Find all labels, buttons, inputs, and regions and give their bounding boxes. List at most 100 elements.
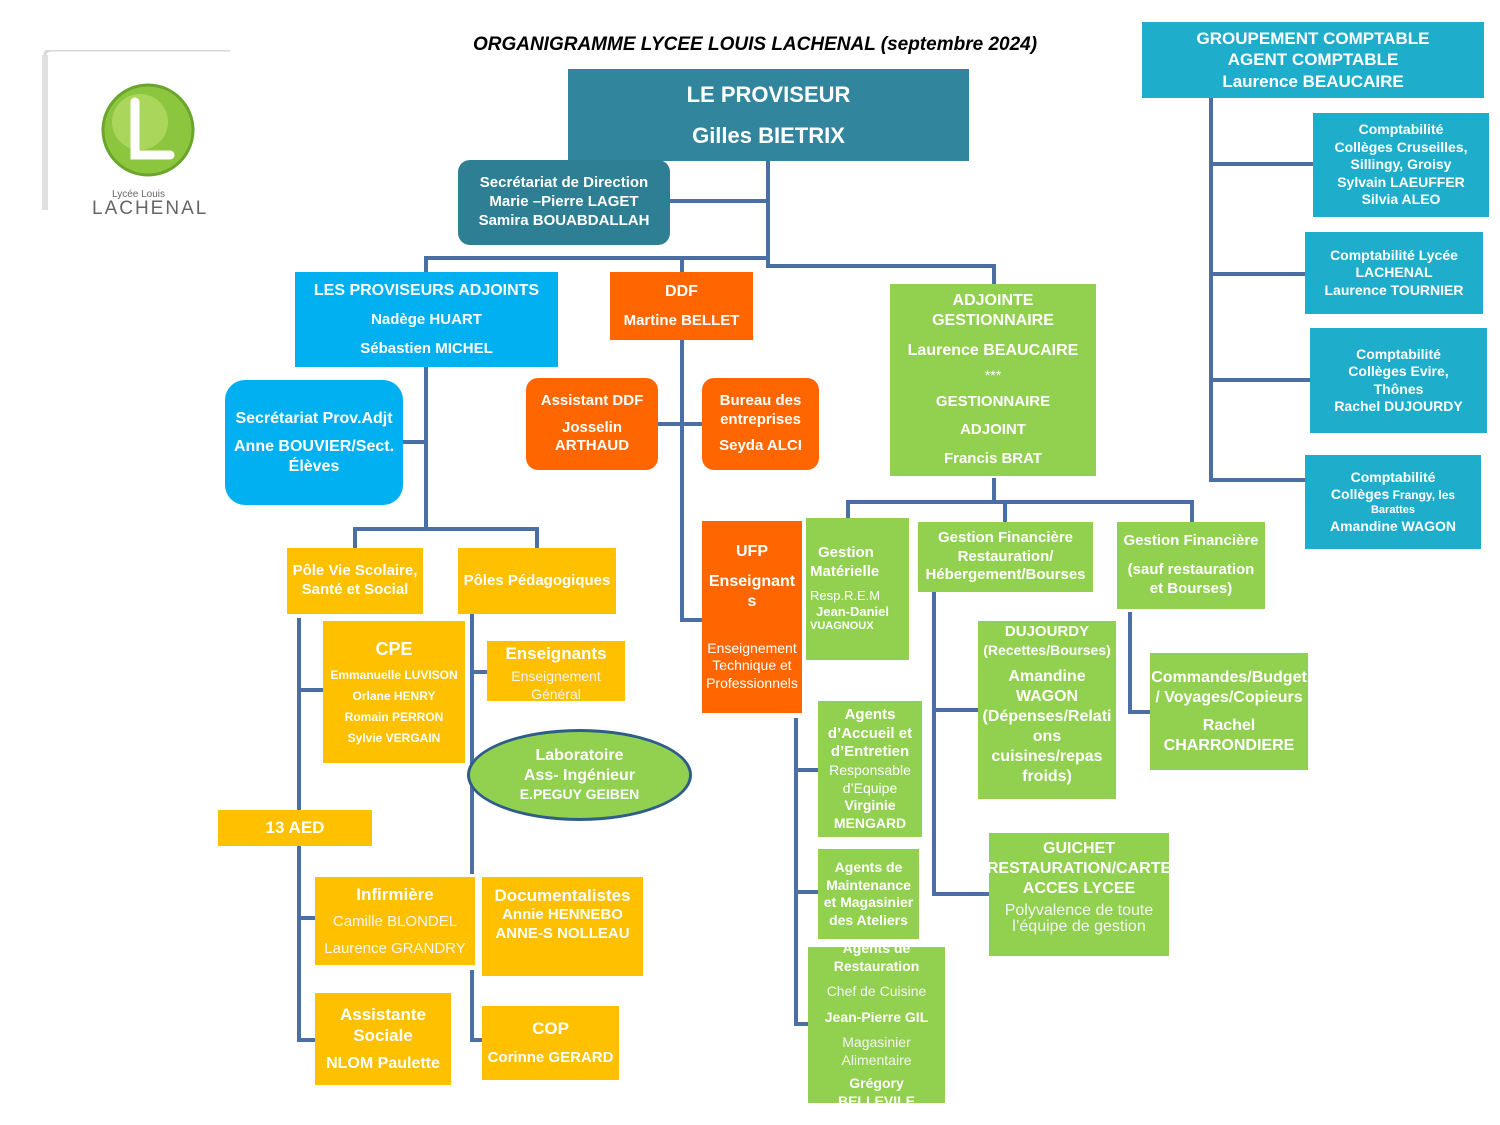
- wagon-role: cuisines/repas: [991, 748, 1103, 766]
- dujourdy-role: (Recettes/Bourses): [983, 641, 1111, 658]
- connector: [794, 1022, 808, 1026]
- gestion-materielle-sub: Resp.R.E.M: [810, 587, 881, 603]
- connector: [1128, 710, 1150, 714]
- connector: [297, 688, 323, 692]
- cpe-name: Sylvie VERGAIN: [347, 731, 441, 746]
- comptabilite-box: Comptabilité Lycée LACHENAL Laurence TOU…: [1305, 232, 1483, 314]
- pole-vie-scolaire-box: Pôle Vie Scolaire, Santé et Social: [287, 548, 423, 614]
- proviseur-title: LE PROVISEUR: [686, 81, 851, 107]
- assistant-ddf-name: Josselin: [561, 418, 623, 436]
- comptabilite-line: Sillingy, Groisy: [1350, 156, 1452, 173]
- connector: [1209, 378, 1311, 382]
- comptabilite-line: Comptabilité: [1356, 345, 1441, 362]
- connector: [297, 1038, 317, 1042]
- assistante-sociale-box: Assistante Sociale NLOM Paulette: [315, 993, 451, 1085]
- agents-restauration-name: Grégory BELLEVILE: [837, 1075, 915, 1103]
- assistante-sociale-line: Assistante: [340, 1004, 426, 1024]
- agents-maintenance-line: et Magasinier: [823, 894, 914, 910]
- gestion-materielle-name: VUAGNOUX: [810, 620, 874, 633]
- adjointe-gestionnaire-name: Laurence BEAUCAIRE: [907, 342, 1079, 360]
- ufp-sub: Professionnels: [706, 674, 798, 691]
- wagon-role: ons: [1032, 728, 1062, 746]
- secretariat-prov-adjt-title: Secrétariat Prov.Adjt: [235, 409, 393, 427]
- enseignants-title: Enseignants: [505, 644, 607, 663]
- gestion-materielle-name: Jean-Daniel: [816, 603, 889, 619]
- aed-box: 13 AED: [218, 810, 372, 846]
- secretariat-direction-title: Secrétariat de Direction: [479, 174, 649, 192]
- connector: [353, 527, 357, 549]
- comptabilite-line: LACHENAL: [1355, 264, 1433, 281]
- ufp-sub: Enseignement: [707, 639, 797, 656]
- agents-restauration-sub: Magasinier: [842, 1034, 911, 1050]
- pole-vie-scolaire-line: Pôle Vie Scolaire,: [292, 562, 418, 580]
- assistant-ddf-name: ARTHAUD: [554, 437, 630, 455]
- infirmiere-box: Infirmière Camille BLONDEL Laurence GRAN…: [315, 877, 475, 965]
- comptabilite-line: Comptabilité: [1358, 121, 1444, 138]
- connector: [992, 264, 996, 286]
- comptabilite-line: Thônes: [1373, 380, 1424, 397]
- ddf-title: DDF: [665, 282, 698, 300]
- connector: [1003, 500, 1007, 522]
- gestion-fin-autre-line: (sauf restauration: [1127, 561, 1255, 579]
- connector: [794, 890, 818, 894]
- proviseurs-adjoints-box: LES PROVISEURS ADJOINTS Nadège HUART Séb…: [295, 272, 558, 367]
- comptabilite-line: Sylvain LAEUFFER: [1337, 173, 1465, 190]
- cpe-title: CPE: [375, 638, 413, 659]
- agents-accueil-line: d’Accueil et: [827, 724, 913, 742]
- ddf-box: DDF Martine BELLET: [610, 272, 753, 340]
- ddf-name: Martine BELLET: [623, 311, 740, 329]
- agents-restauration-sub: Alimentaire: [841, 1051, 912, 1068]
- proviseur-adjoint-name: Sébastien MICHEL: [360, 339, 493, 357]
- guichet-sub: Polyvalence de toute: [1004, 902, 1154, 919]
- gestionnaire-label: GESTIONNAIRE: [935, 392, 1051, 410]
- connector: [424, 256, 768, 260]
- logo-line2: LACHENAL: [92, 198, 209, 219]
- pole-vie-scolaire-line: Santé et Social: [301, 581, 409, 598]
- chart-title: ORGANIGRAMME LYCEE LOUIS LACHENAL (septe…: [472, 34, 1038, 55]
- connector: [470, 670, 488, 674]
- bureau-entreprises-line: entreprises: [720, 410, 801, 428]
- comptabilite-line: Comptabilité: [1350, 468, 1436, 485]
- connector: [1190, 500, 1194, 522]
- documentalistes-title: Documentalistes: [494, 886, 631, 905]
- comptabilite-line: Collèges Evire,: [1348, 363, 1449, 379]
- logo-line1: Lycée Louis: [112, 189, 165, 200]
- agents-maintenance-line: Agents de: [834, 859, 903, 875]
- connector: [470, 614, 474, 874]
- infirmiere-name: Camille BLONDEL: [332, 912, 458, 930]
- agents-restauration-line: Restauration: [833, 957, 920, 974]
- proviseur-box: LE PROVISEUR Gilles BIETRIX: [568, 69, 969, 161]
- gestion-fin-resto-line: Gestion Financière: [937, 528, 1074, 546]
- dujourdy-wagon-box: DUJOURDY (Recettes/Bourses) Amandine WAG…: [978, 621, 1116, 799]
- documentaliste-name: ANNE-S NOLLEAU: [495, 925, 630, 942]
- connector: [1209, 162, 1313, 166]
- secretariat-prov-adjt-box: Secrétariat Prov.Adjt Anne BOUVIER/Sect.…: [225, 380, 403, 505]
- connector: [846, 500, 850, 520]
- connector: [680, 340, 684, 622]
- agents-accueil-line: Agents: [844, 705, 896, 723]
- connector: [794, 768, 818, 772]
- secretariat-direction-box: Secrétariat de Direction Marie –Pierre L…: [458, 160, 670, 245]
- gestion-materielle-line: Gestion: [818, 544, 874, 562]
- comptabilite-line: Laurence TOURNIER: [1324, 281, 1464, 298]
- comptabilite-line: Collèges: [1330, 486, 1390, 503]
- groupement-line1: GROUPEMENT COMPTABLE: [1196, 29, 1430, 49]
- comptabilite-line: Collèges Frangy, les: [1331, 486, 1455, 504]
- ufp-line: s: [747, 592, 757, 610]
- agents-restauration-line: Agents de: [842, 947, 911, 956]
- bureau-entreprises-box: Bureau des entreprises Seyda ALCI: [702, 378, 819, 470]
- poles-pedagogiques-label: Pôles Pédagogiques: [463, 571, 611, 589]
- cpe-name: Emmanuelle LUVISON: [330, 668, 458, 683]
- laboratoire-name: E.PEGUY GEIBEN: [519, 786, 640, 803]
- gestion-fin-resto-line: Hébergement/Bourses: [925, 566, 1086, 584]
- gestion-materielle-box: Gestion Matérielle Resp.R.E.M Jean-Danie…: [806, 518, 909, 660]
- connector: [794, 718, 798, 1026]
- connector: [992, 478, 996, 502]
- commandes-line: / Voyages/Copieurs: [1155, 688, 1303, 706]
- bureau-entreprises-line: Bureau des: [719, 391, 802, 409]
- commandes-name: CHARRONDIERE: [1163, 736, 1295, 754]
- connector: [680, 256, 684, 274]
- cop-name: Corinne GERARD: [487, 1049, 614, 1067]
- agents-restauration-sub: Chef de Cuisine: [826, 983, 927, 999]
- wagon-role: (Dépenses/Relati: [982, 708, 1112, 726]
